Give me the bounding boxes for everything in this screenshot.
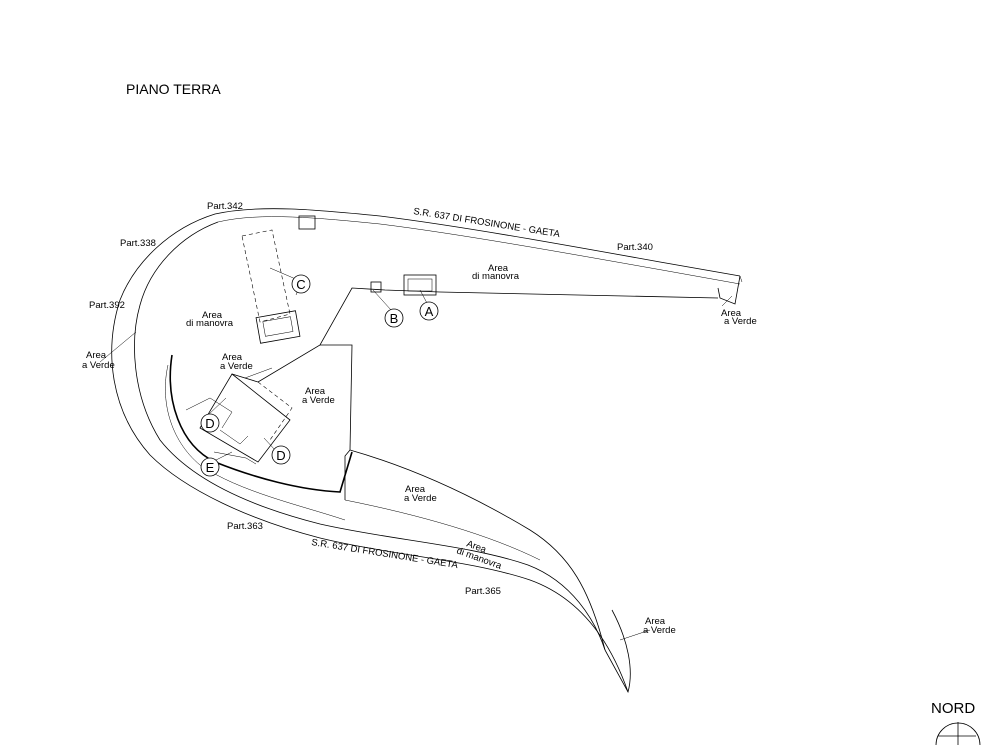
marker-c: C [291, 274, 311, 294]
parcel-365: Part.365 [465, 586, 501, 597]
leader-lines [99, 284, 733, 641]
marker-d-left: D [200, 413, 220, 433]
svg-text:D: D [276, 448, 285, 463]
area-verde-west: Area a Verde [82, 350, 115, 371]
svg-text:a Verde: a Verde [404, 493, 437, 504]
parcel-392: Part.392 [89, 300, 125, 311]
marker-d-right: D [271, 445, 291, 465]
svg-text:di manovra: di manovra [472, 271, 520, 282]
svg-text:B: B [390, 311, 399, 326]
svg-text:Area: Area [721, 308, 742, 319]
svg-text:Area: Area [405, 484, 426, 495]
parcel-342: Part.342 [207, 201, 243, 212]
drawing-title: PIANO TERRA [126, 81, 221, 97]
svg-text:a Verde: a Verde [220, 361, 253, 372]
gate-post [298, 215, 316, 230]
area-verde-tip: Area a Verde [643, 616, 676, 636]
marker-e: E [200, 457, 220, 477]
structure-c [241, 229, 301, 344]
parcel-363: Part.363 [227, 521, 263, 532]
north-arrow: NORD [931, 700, 981, 745]
area-verde-center: Area a Verde [302, 386, 335, 406]
structure-b [370, 281, 382, 293]
area-manovra-right: Area di manovra [472, 263, 520, 282]
svg-text:Area: Area [86, 350, 107, 361]
road-label-bottom: S.R. 637 DI FROSINONE - GAETA [311, 537, 460, 571]
marker-a: A [419, 301, 439, 321]
svg-text:a Verde: a Verde [643, 625, 676, 636]
area-verde-south: Area a Verde [404, 484, 437, 504]
svg-text:E: E [206, 460, 215, 475]
svg-text:Area: Area [305, 386, 326, 397]
svg-text:Area: Area [488, 263, 509, 274]
area-manovra-bottom: Area di manovra [455, 538, 504, 572]
svg-text:a Verde: a Verde [82, 360, 115, 371]
svg-text:Area: Area [202, 310, 223, 321]
svg-text:C: C [296, 277, 305, 292]
area-verde-inner-small: Area a Verde [220, 352, 253, 372]
svg-text:di manovra: di manovra [186, 318, 234, 329]
svg-text:a Verde: a Verde [302, 395, 335, 406]
area-manovra-left: Area di manovra [186, 310, 234, 329]
svg-text:A: A [425, 304, 434, 319]
svg-text:a Verde: a Verde [724, 316, 757, 327]
parcel-338: Part.338 [120, 238, 156, 249]
area-verde-east: Area a Verde [721, 308, 757, 327]
structure-a [403, 274, 437, 296]
site-boundary [111, 208, 743, 694]
north-label: NORD [931, 700, 975, 717]
svg-text:D: D [205, 416, 214, 431]
road-label-top: S.R. 637 DI FROSINONE - GAETA [413, 206, 562, 240]
svg-text:Area: Area [645, 616, 666, 627]
wall-line [169, 354, 353, 493]
marker-b: B [384, 308, 404, 328]
svg-text:Area: Area [222, 352, 243, 363]
building-d [185, 373, 293, 465]
parcel-340: Part.340 [617, 242, 653, 253]
